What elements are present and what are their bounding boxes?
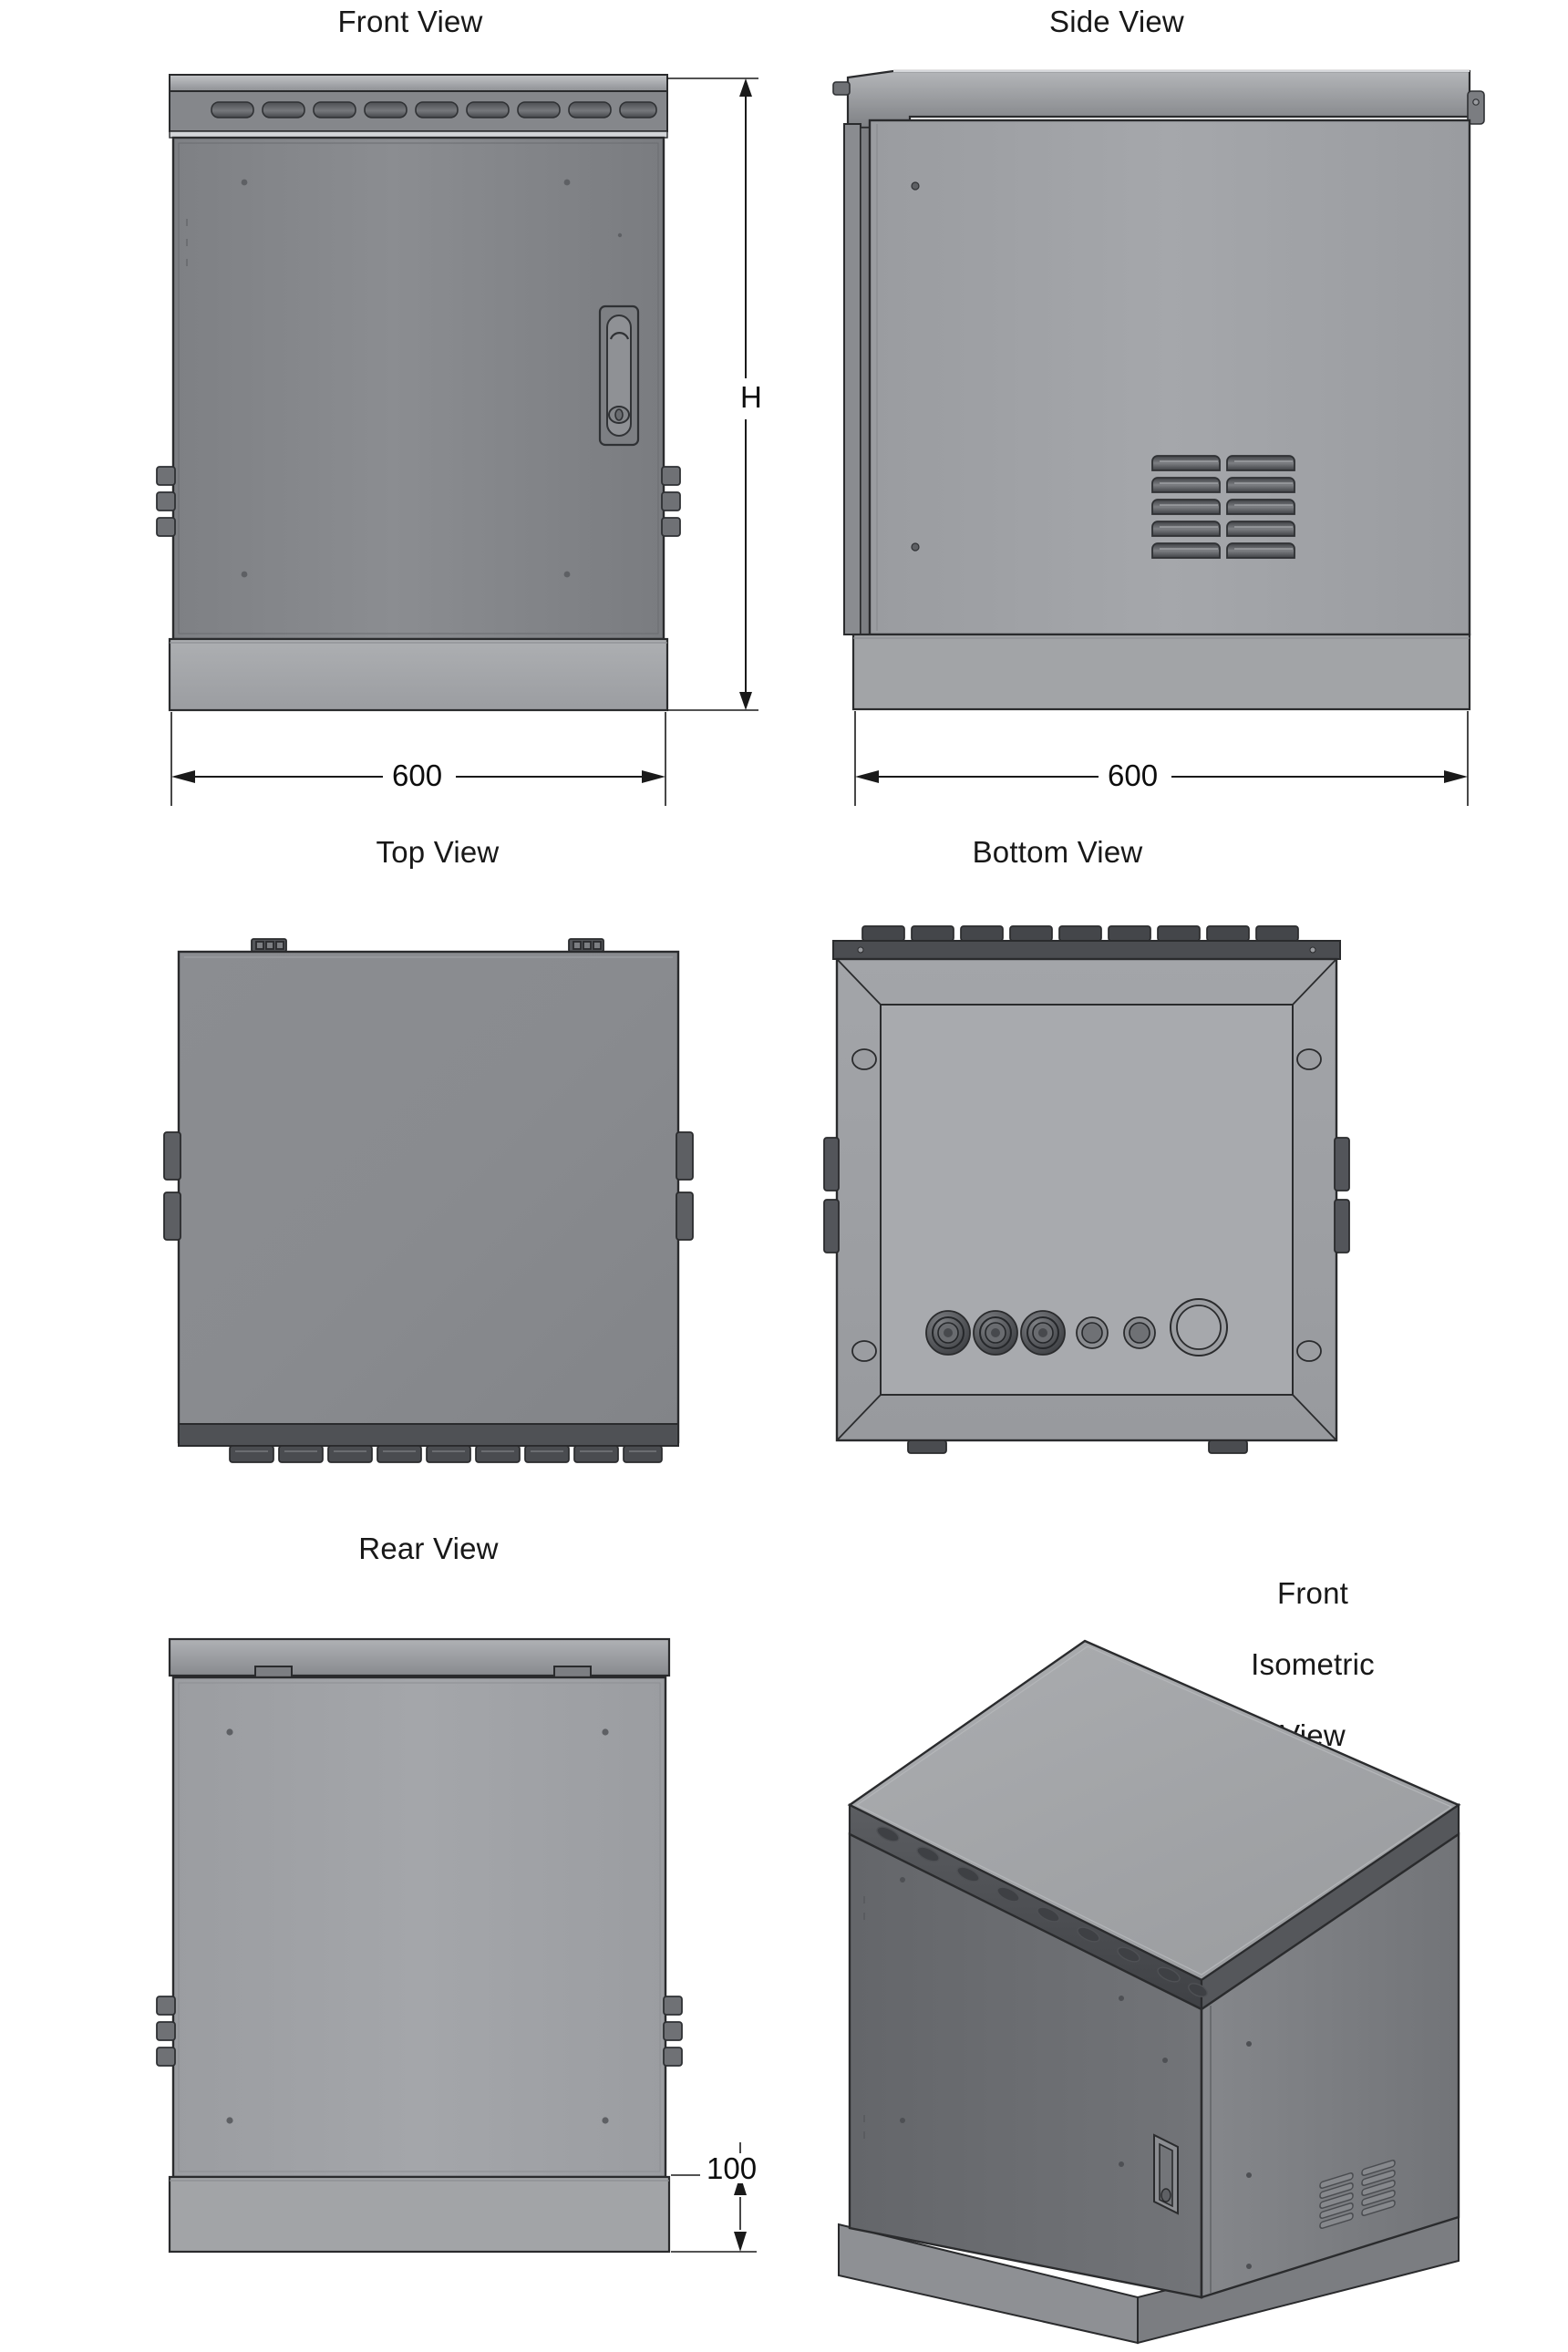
dimension-label-front-width: 600 [386,760,449,790]
blank-knockout-large [1170,1298,1228,1357]
dimension-label-side-depth: 600 [1101,760,1165,790]
view-title-bottom: Bottom View [972,835,1143,869]
side-louver-grid [1151,455,1295,559]
bottom-front-strip [832,940,1341,960]
iso-handle-lock-icon [1161,2188,1171,2202]
rear-hinges-right [663,1996,683,2067]
top-hinges-right [676,1131,694,1241]
side-door-edge [843,123,871,635]
front-isometric-view-geometry [838,1639,1461,2345]
rear-panel [171,1676,667,2179]
iso-roof-louvers [876,1826,1208,1997]
dimension-label-front-height: H [734,382,769,412]
cable-gland-large [1020,1310,1066,1356]
front-view-geometry [156,74,758,806]
bottom-foot-pads [907,1439,1248,1454]
front-door-panel [171,136,665,641]
bottom-gland-plate [836,958,1337,1441]
view-title-rear: Rear View [358,1532,499,1565]
top-hinge-clips [251,938,604,953]
view-title-line-2: Isometric [1251,1646,1375,1681]
front-door-handle[interactable] [598,304,640,447]
view-title-line-1: Front [1276,1575,1349,1610]
view-title-side: Side View [1049,5,1184,38]
cable-gland-small [1123,1316,1156,1349]
top-hinges-left [163,1131,181,1241]
front-roof-louvers [211,101,657,119]
dimension-label-rear-plinth-height: 100 [700,2153,764,2183]
view-title-top: Top View [376,835,500,869]
bottom-mounting-holes [851,1048,1322,1362]
cable-gland-large [925,1310,971,1356]
dimension-side-depth [854,711,1469,806]
rear-hinges-left [156,1996,176,2067]
front-door-screws [241,179,623,578]
dimension-front-width [170,712,666,806]
bottom-cable-glands [925,1298,1228,1357]
bottom-hinges-left [823,1137,840,1253]
top-louver-tabs [229,1445,663,1463]
front-hinges-left [156,466,176,537]
rear-view-geometry [156,1637,757,2254]
iso-side-louvers [1319,2159,1396,2230]
side-plinth [851,633,1471,711]
rear-panel-screws [226,1728,609,2124]
bottom-louver-tabs [861,925,1299,942]
bottom-view-geometry [823,925,1350,1454]
side-roof-clip-right [1467,90,1485,125]
rear-roof-band [168,1637,671,1677]
side-roof [832,69,1485,129]
side-roof-clip-left [832,81,851,96]
cable-gland-large [973,1310,1018,1356]
cable-gland-small [1076,1316,1109,1349]
dimension-front-height [667,77,758,711]
top-front-edge-strip [178,1423,679,1447]
bottom-hinges-right [1334,1137,1350,1253]
iso-panel-screws [900,1877,1252,2269]
top-roof-panel [177,950,680,1444]
front-roof-band [169,74,668,139]
front-plinth [168,637,669,712]
front-hinges-right [661,466,681,537]
top-view-geometry [163,938,694,1463]
rear-plinth [168,2175,671,2254]
side-view-geometry [832,69,1485,806]
iso-door-handle[interactable] [1153,2133,1179,2215]
view-title-front: Front View [337,5,483,38]
